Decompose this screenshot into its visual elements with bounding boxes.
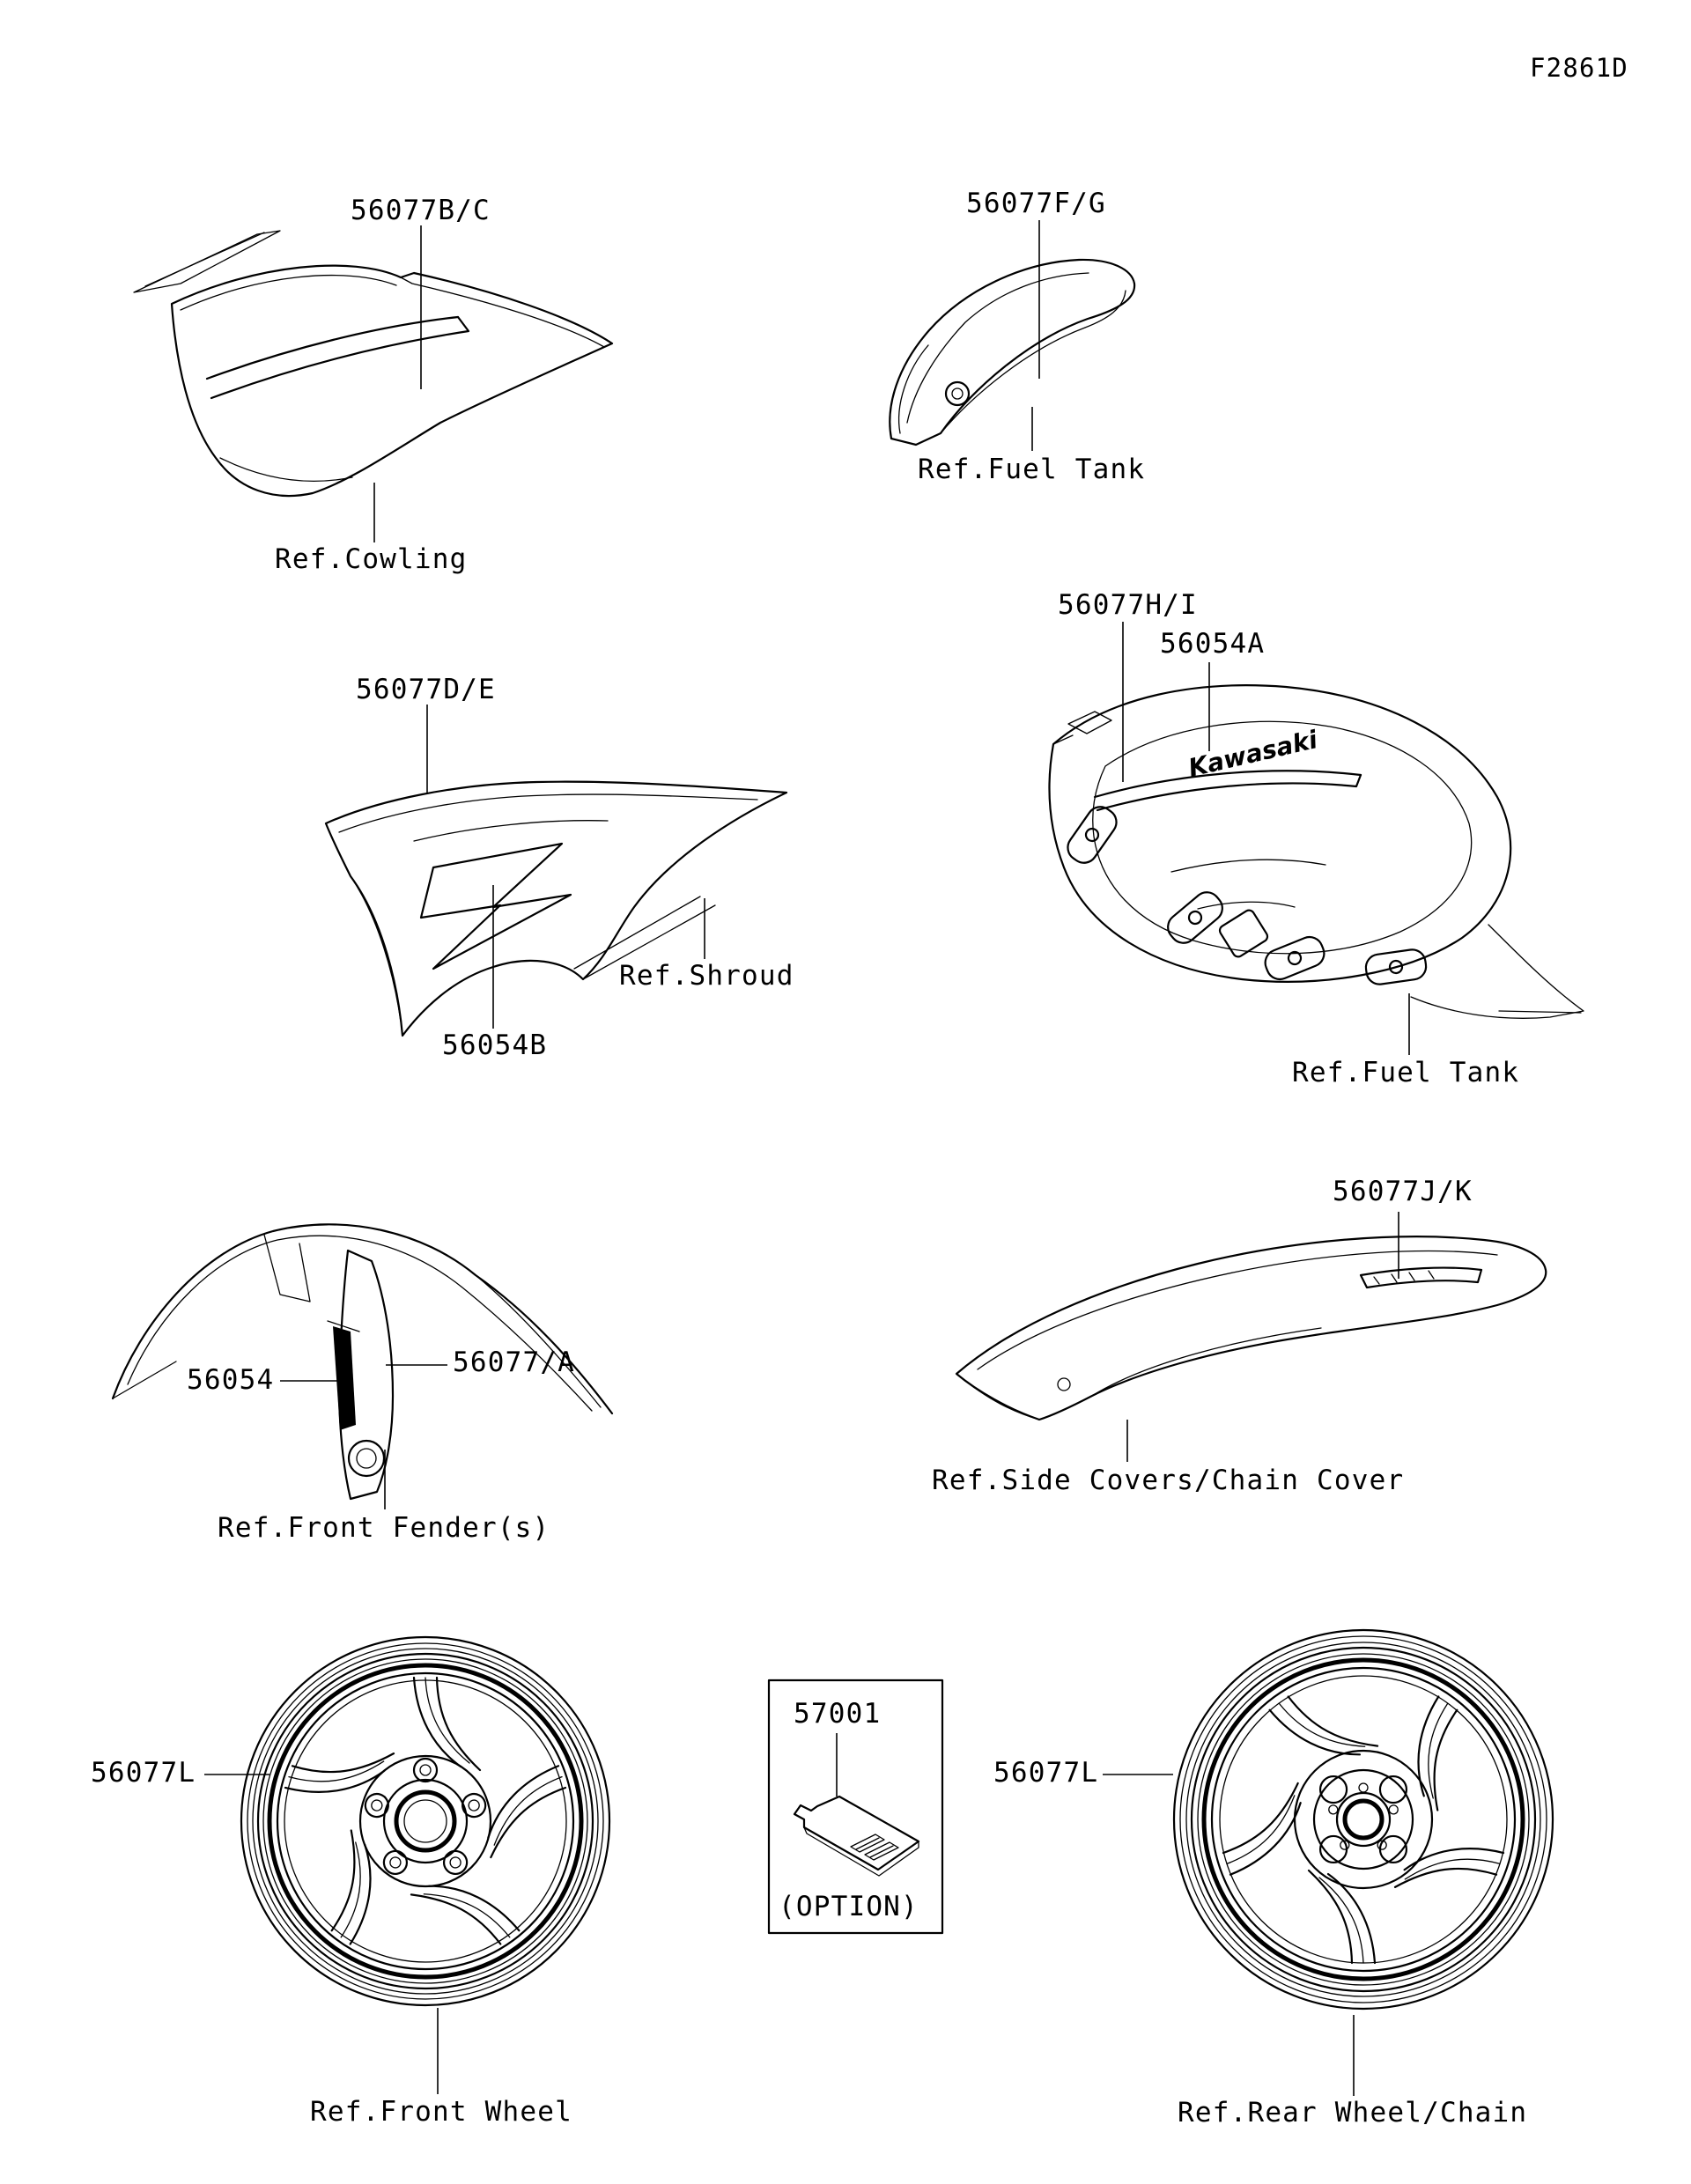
- side-cover-drawing: [955, 1236, 1547, 1421]
- part-label-fuel-tank-cover: 56077F/G: [966, 188, 1106, 219]
- fuel-tank-top-drawing: Kawasaki: [1048, 684, 1584, 1019]
- decal-label-front-fender: 56054: [187, 1364, 275, 1396]
- fuel-tank-cover-drawing: [889, 258, 1136, 446]
- part-label-fuel-tank-top: 56077H/I: [1058, 589, 1198, 621]
- option-caption: (OPTION): [779, 1891, 919, 1922]
- ref-label-fuel-tank-cover: Ref.Fuel Tank: [918, 454, 1146, 485]
- part-label-shroud: 56077D/E: [356, 674, 496, 705]
- leader-lines: [204, 220, 1410, 2096]
- fender-decal-strip: [327, 1320, 360, 1430]
- part-label-front-fender: 56077/A: [453, 1347, 576, 1378]
- part-label-option: 57001: [794, 1698, 882, 1730]
- ref-label-fuel-tank-top: Ref.Fuel Tank: [1292, 1057, 1520, 1088]
- ref-label-cowling: Ref.Cowling: [275, 543, 468, 575]
- ref-label-shroud: Ref.Shroud: [619, 960, 794, 992]
- ref-label-front-fender: Ref.Front Fender(s): [218, 1512, 550, 1544]
- front-rim-stripe-decal: [267, 1663, 584, 1980]
- figure-code: F2861D: [1530, 53, 1628, 83]
- z-decal: [419, 842, 572, 970]
- front-wheel-drawing: [240, 1635, 611, 2007]
- part-label-front-wheel: 56077L: [91, 1757, 196, 1789]
- rear-rim-stripe-decal: [1201, 1657, 1525, 1981]
- decal-label-shroud: 56054B: [442, 1029, 548, 1061]
- part-label-side-cover: 56077J/K: [1333, 1176, 1473, 1207]
- shroud-drawing: [324, 780, 788, 1037]
- part-label-rear-wheel: 56077L: [993, 1757, 1099, 1789]
- rear-wheel-drawing: [1172, 1628, 1554, 2011]
- option-box-border: [767, 1679, 944, 1935]
- tank-fasteners: [1067, 806, 1428, 985]
- cowling-drawing: [133, 230, 614, 498]
- part-label-cowling: 56077B/C: [351, 195, 491, 226]
- option-plate-drawing: [767, 1679, 944, 1935]
- ref-label-front-wheel: Ref.Front Wheel: [310, 2096, 572, 2128]
- ref-label-rear-wheel: Ref.Rear Wheel/Chain: [1178, 2097, 1528, 2129]
- ref-label-side-cover: Ref.Side Covers/Chain Cover: [932, 1465, 1405, 1496]
- front-fender-drawing: [111, 1223, 614, 1501]
- decal-label-fuel-tank-top: 56054A: [1160, 628, 1266, 660]
- kawasaki-logo-decal: Kawasaki: [1185, 725, 1320, 783]
